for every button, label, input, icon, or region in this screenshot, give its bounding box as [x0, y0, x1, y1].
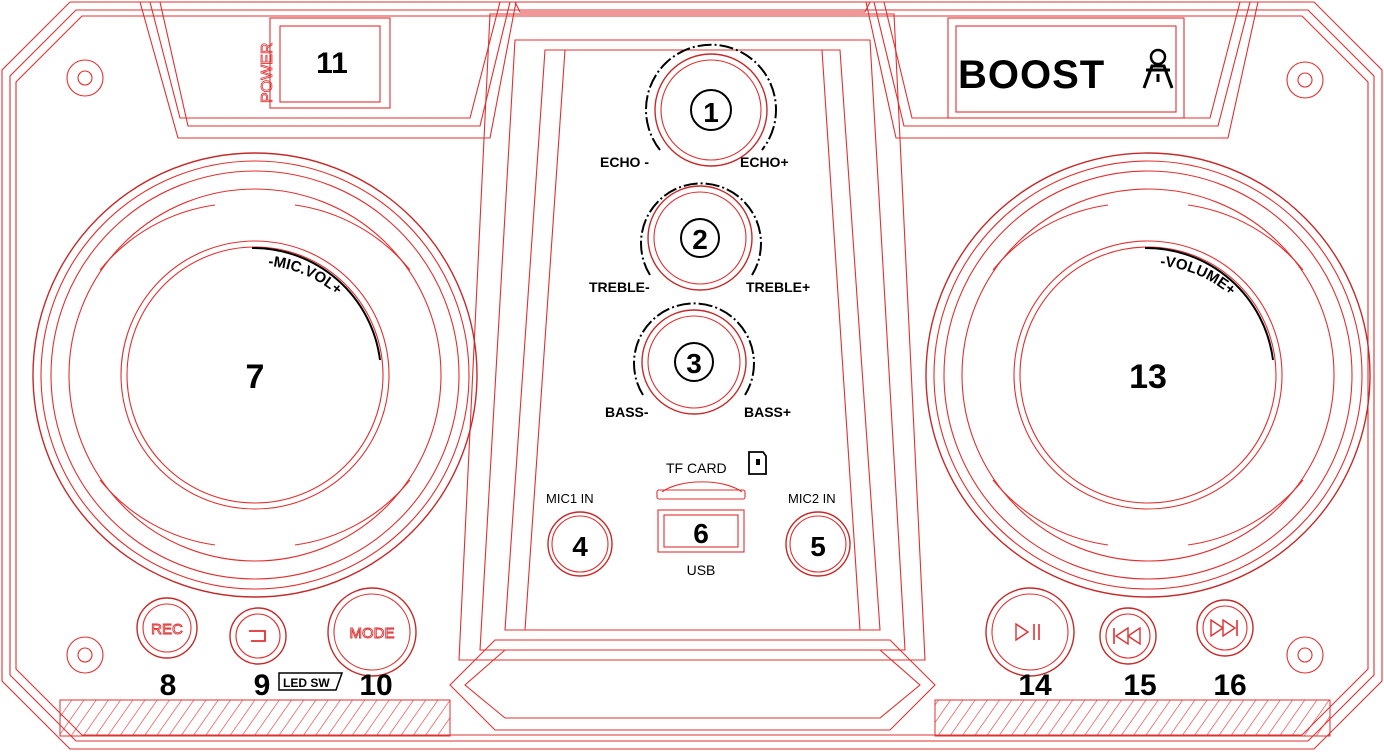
- echo-knob[interactable]: [645, 43, 777, 167]
- callout-13: 13: [1129, 358, 1167, 396]
- tf-card-slot[interactable]: [656, 481, 746, 500]
- play-pause-icon: [1015, 622, 1040, 642]
- logo-panel: [865, 1, 1259, 139]
- next-track-button[interactable]: [1196, 599, 1254, 657]
- treble-minus-label: TREBLE-: [589, 279, 650, 295]
- bass-knob[interactable]: [633, 302, 755, 415]
- mic2-label: MIC2 IN: [788, 491, 836, 506]
- callout-8: 8: [160, 669, 177, 702]
- treble-plus-label: TREBLE+: [746, 279, 810, 295]
- volume-dial[interactable]: [925, 152, 1371, 598]
- callout-3: 3: [686, 348, 702, 379]
- sd-card-icon: [748, 451, 767, 475]
- screw-bottom-left: [66, 636, 104, 674]
- screw-top-right: [1286, 61, 1324, 99]
- callout-10: 10: [359, 669, 392, 702]
- play-pause-button[interactable]: [985, 587, 1075, 677]
- rec-button[interactable]: REC: [136, 597, 198, 659]
- previous-track-button[interactable]: [1099, 607, 1157, 665]
- previous-track-icon: [1113, 626, 1141, 646]
- callout-9: 9: [254, 669, 271, 702]
- person-figure-icon: [1142, 48, 1174, 89]
- left-grille: [59, 699, 451, 737]
- brand-logo: BOOST: [958, 53, 1105, 97]
- echo-plus-label: ECHO+: [740, 154, 789, 170]
- mic1-label: MIC1 IN: [546, 491, 594, 506]
- right-grille: [934, 699, 1331, 737]
- callout-15: 15: [1123, 669, 1156, 702]
- mic-volume-dial[interactable]: [32, 152, 478, 598]
- repeat-icon: [249, 630, 266, 642]
- usb-label: USB: [687, 562, 716, 578]
- callout-5: 5: [810, 531, 826, 562]
- mode-button[interactable]: MODE: [327, 587, 417, 677]
- rec-button-label: REC: [151, 621, 183, 638]
- tf-card-label: TF CARD: [666, 460, 727, 476]
- callout-1: 1: [703, 97, 719, 128]
- screw-bottom-right: [1286, 636, 1324, 674]
- mic1-jack[interactable]: [547, 511, 613, 577]
- led-sw-label: LED SW: [283, 676, 330, 690]
- mic2-jack[interactable]: [785, 511, 851, 577]
- treble-knob[interactable]: [640, 182, 762, 291]
- callout-2: 2: [692, 224, 708, 255]
- power-panel: [139, 1, 517, 139]
- callout-6: 6: [693, 518, 709, 549]
- echo-minus-label: ECHO -: [600, 154, 649, 170]
- next-track-icon: [1210, 618, 1238, 638]
- usb-port[interactable]: [657, 509, 745, 553]
- bottom-center-bar: [449, 639, 936, 731]
- screw-top-left: [66, 59, 104, 97]
- repeat-button[interactable]: [229, 607, 287, 665]
- bass-plus-label: BASS+: [744, 404, 791, 420]
- callout-4: 4: [572, 531, 588, 562]
- callout-16: 16: [1213, 669, 1246, 702]
- power-label: POWER: [259, 43, 276, 103]
- bass-minus-label: BASS-: [605, 404, 649, 420]
- callout-7: 7: [246, 358, 265, 396]
- callout-11[interactable]: 11: [316, 47, 348, 80]
- led-sw-tag: LED SW: [278, 672, 344, 691]
- callout-14: 14: [1018, 669, 1052, 702]
- mode-button-label: MODE: [350, 625, 395, 642]
